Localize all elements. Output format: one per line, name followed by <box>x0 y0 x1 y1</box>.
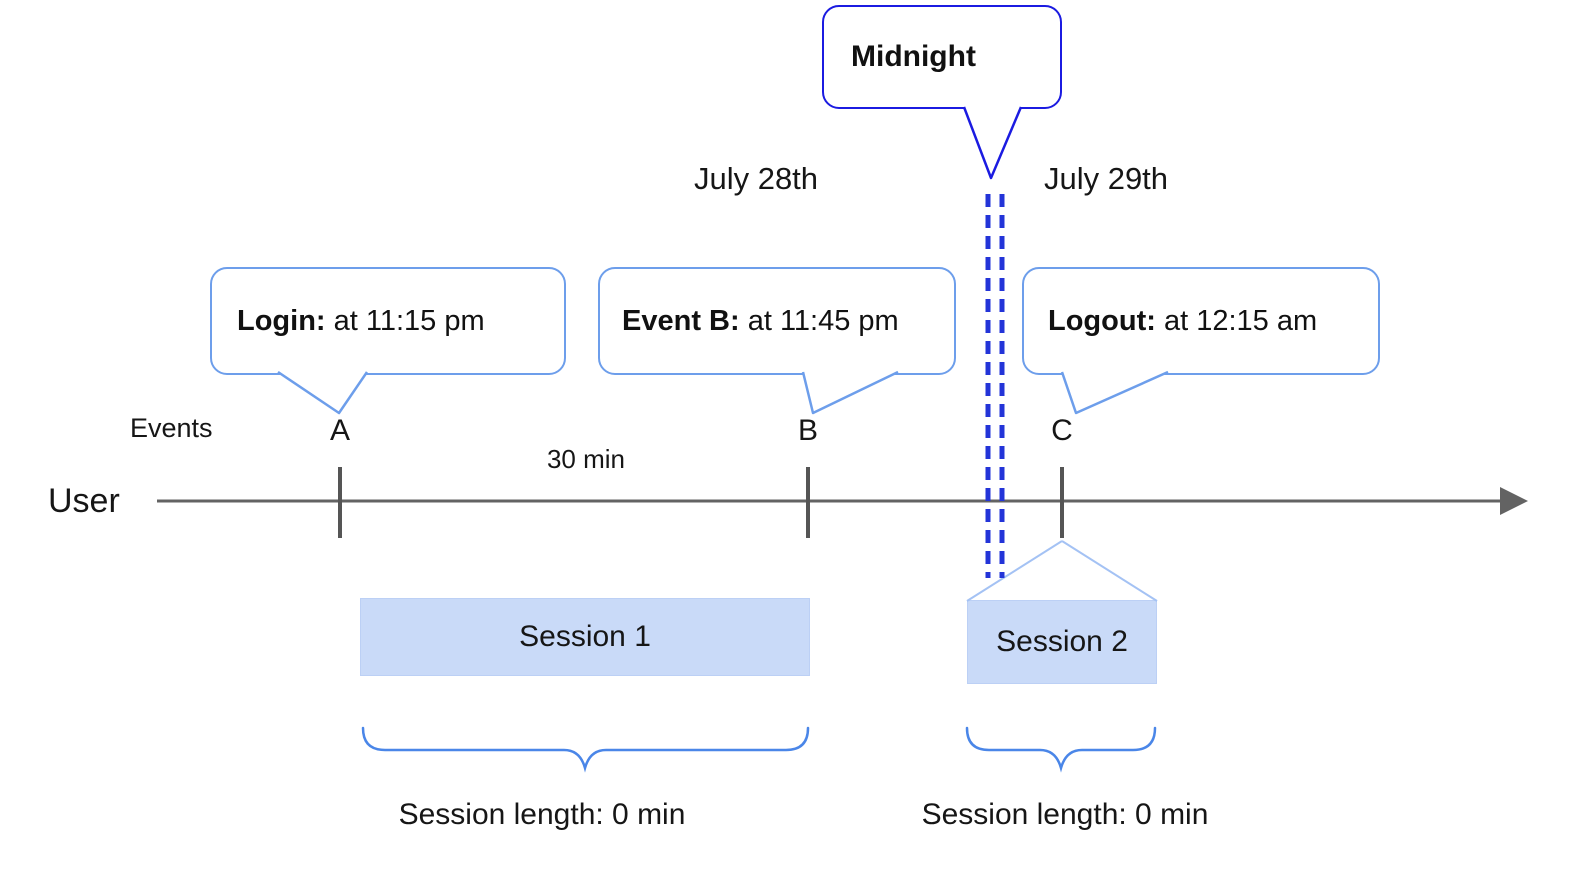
session-1-label: Session 1 <box>519 620 651 653</box>
session-2-pointer-right-line <box>1061 540 1158 602</box>
event-marker-c: C <box>1051 414 1073 447</box>
logout-callout-tail <box>1060 370 1169 415</box>
date-label-july-29: July 29th <box>1043 161 1169 196</box>
midnight-callout: Midnight <box>822 5 1062 109</box>
event-b-callout-tail <box>801 370 899 415</box>
login-callout: Login: at 11:15 pm <box>210 267 566 375</box>
timeline-arrowhead-icon <box>1500 487 1528 515</box>
session-2-brace <box>965 726 1157 773</box>
logout-callout-bold: Logout: <box>1048 304 1156 337</box>
logout-callout-text: Logout: at 12:15 am <box>1048 305 1317 338</box>
date-label-july-28: July 28th <box>693 161 819 196</box>
login-callout-tail <box>277 370 369 415</box>
session-2-label: Session 2 <box>996 625 1128 658</box>
user-axis-label: User <box>48 482 120 520</box>
interval-label: 30 min <box>546 444 626 474</box>
session-1-box: Session 1 <box>360 598 810 676</box>
event-b-callout-rest: at 11:45 pm <box>739 304 899 337</box>
event-marker-b: B <box>797 414 819 447</box>
event-marker-a: A <box>329 414 351 447</box>
logout-callout: Logout: at 12:15 am <box>1022 267 1380 375</box>
login-callout-text: Login: at 11:15 pm <box>237 305 485 338</box>
midnight-callout-tail <box>962 106 1023 180</box>
logout-callout-rest: at 12:15 am <box>1155 304 1318 337</box>
session-2-length-label: Session length: 0 min <box>921 798 1209 831</box>
session-2-pointer-left-line <box>966 540 1063 602</box>
session-2-box: Session 2 <box>967 600 1157 684</box>
login-callout-bold: Login: <box>237 304 326 337</box>
login-callout-rest: at 11:15 pm <box>325 304 485 337</box>
event-b-callout-bold: Event B: <box>622 304 740 337</box>
midnight-callout-label: Midnight <box>851 40 976 73</box>
session-1-length-label: Session length: 0 min <box>398 798 686 831</box>
event-b-callout-text: Event B: at 11:45 pm <box>622 305 899 338</box>
session-1-brace <box>361 726 810 773</box>
event-b-callout: Event B: at 11:45 pm <box>598 267 956 375</box>
events-axis-label: Events <box>130 413 213 443</box>
